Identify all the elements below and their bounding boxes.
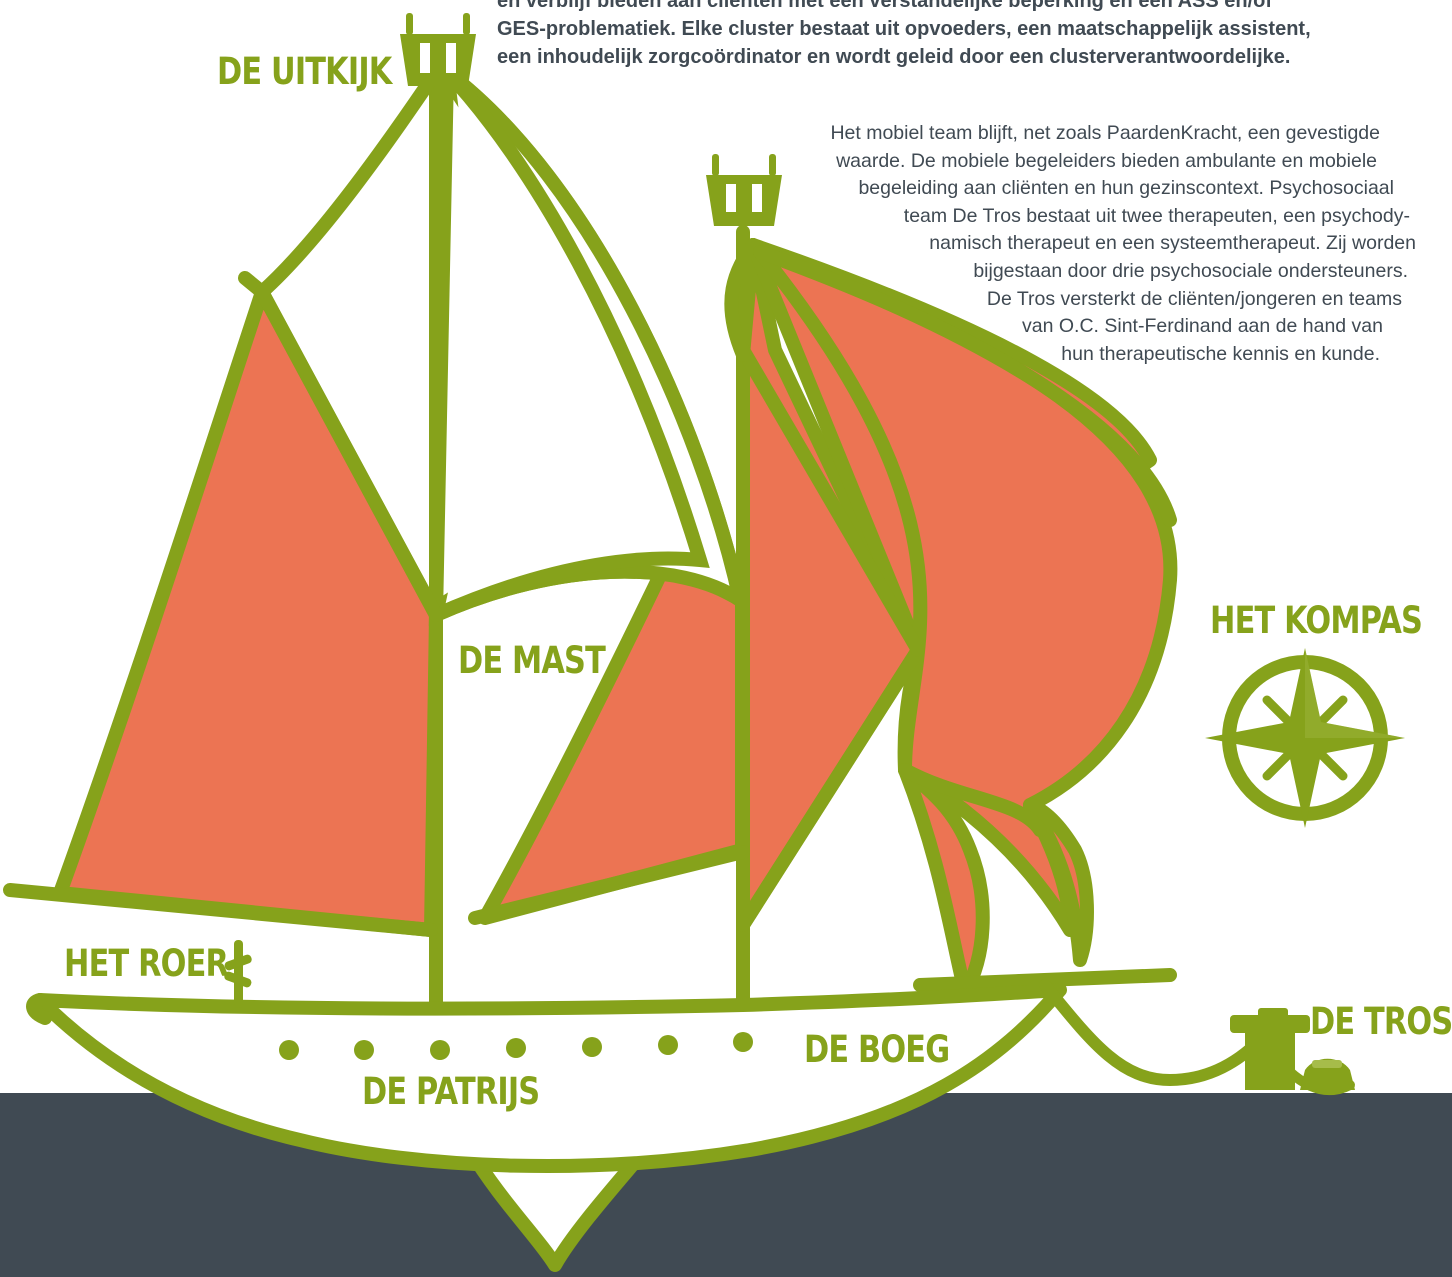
hull bbox=[33, 983, 1067, 1173]
intro-line: een inhoudelijk zorgcoördinator en wordt… bbox=[497, 46, 1291, 68]
body-line: Het mobiel team blijft, net zoals Paarde… bbox=[830, 122, 1380, 144]
body-line: hun therapeutische kennis en kunde. bbox=[1061, 342, 1380, 365]
main-boom bbox=[3, 883, 438, 937]
label-de-mast: DE MAST bbox=[458, 639, 606, 682]
label-de-uitkijk: DE UITKIJK bbox=[217, 50, 392, 93]
mooring-bollard-icon bbox=[1230, 1008, 1355, 1090]
intro-line: GES-problematiek. Elke cluster bestaat u… bbox=[497, 18, 1311, 40]
rigging bbox=[3, 53, 1177, 1019]
mooring-rope bbox=[1039, 979, 1266, 1087]
crows-nest-fore bbox=[706, 154, 782, 226]
label-de-patrijs: DE PATRIJS bbox=[362, 1070, 540, 1113]
body-line: van O.C. Sint-Ferdinand aan de hand van bbox=[1022, 315, 1383, 338]
label-het-kompas: HET KOMPAS bbox=[1210, 599, 1423, 642]
compass-rose-icon bbox=[1205, 648, 1405, 828]
intro-paragraph: en verblijf bieden aan cliënten met een … bbox=[497, 0, 1452, 71]
body-line: waarde. De mobiele begeleiders bieden am… bbox=[836, 149, 1377, 172]
body-line: team De Tros bestaat uit twee therapeute… bbox=[903, 204, 1410, 227]
portholes bbox=[279, 1032, 753, 1060]
sail-jib-inner bbox=[898, 763, 990, 999]
label-de-tros: DE TROS bbox=[1310, 1000, 1452, 1043]
crows-nest-main bbox=[400, 13, 476, 86]
body-line: begeleiding aan cliënten en hun gezinsco… bbox=[858, 177, 1394, 200]
keel bbox=[463, 1143, 652, 1272]
body-line: De Tros versterkt de cliënten/jongeren e… bbox=[986, 287, 1402, 310]
sail-jib-tail bbox=[1023, 798, 1094, 967]
sail-main-left bbox=[53, 285, 443, 937]
body-paragraph: Het mobiel team blijft, net zoals Paarde… bbox=[830, 120, 1416, 368]
label-de-boeg: DE BOEG bbox=[804, 1028, 950, 1071]
intro-line: en verblijf bieden aan cliënten met een … bbox=[497, 0, 1273, 12]
helm-icon bbox=[224, 940, 252, 1008]
body-line: bijgestaan door drie psychosociale onder… bbox=[973, 259, 1408, 282]
label-het-roer: HET ROER bbox=[64, 942, 229, 985]
body-line: namisch therapeut en een systeemtherapeu… bbox=[929, 232, 1416, 255]
